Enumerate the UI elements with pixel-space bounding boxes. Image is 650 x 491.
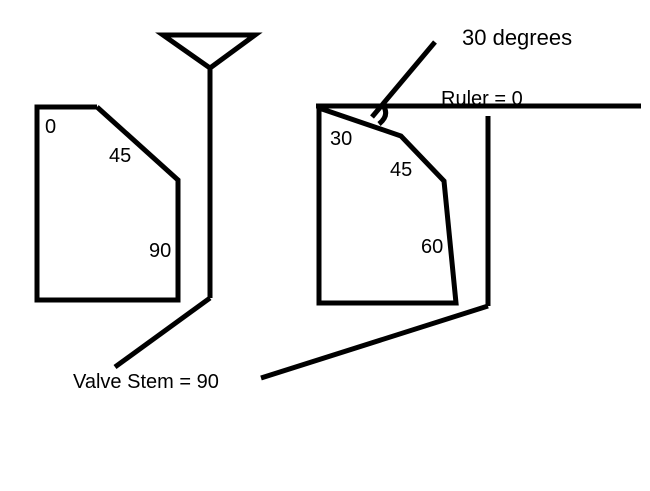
valve-stem-pointer: [113, 295, 212, 370]
left-angle-90-label: 90: [149, 240, 171, 262]
ruler-label: Ruler = 0: [441, 88, 523, 110]
right-template-shape: [316, 105, 459, 306]
left-angle-45-label: 45: [109, 145, 131, 167]
right-angle-45-label: 45: [390, 159, 412, 181]
angle-leader-line: [370, 40, 437, 119]
right-angle-30-label: 30: [330, 128, 352, 150]
angle-note-label: 30 degrees: [462, 25, 572, 50]
valve-stem-label: Valve Stem = 90: [73, 371, 219, 393]
angle-arc: [377, 105, 389, 126]
left-angle-0-label: 0: [45, 116, 56, 138]
ruler-pointer: [260, 303, 489, 381]
right-angle-60-label: 60: [421, 236, 443, 258]
left-template-shape: [34, 104, 181, 303]
funnel-head: [155, 32, 263, 72]
